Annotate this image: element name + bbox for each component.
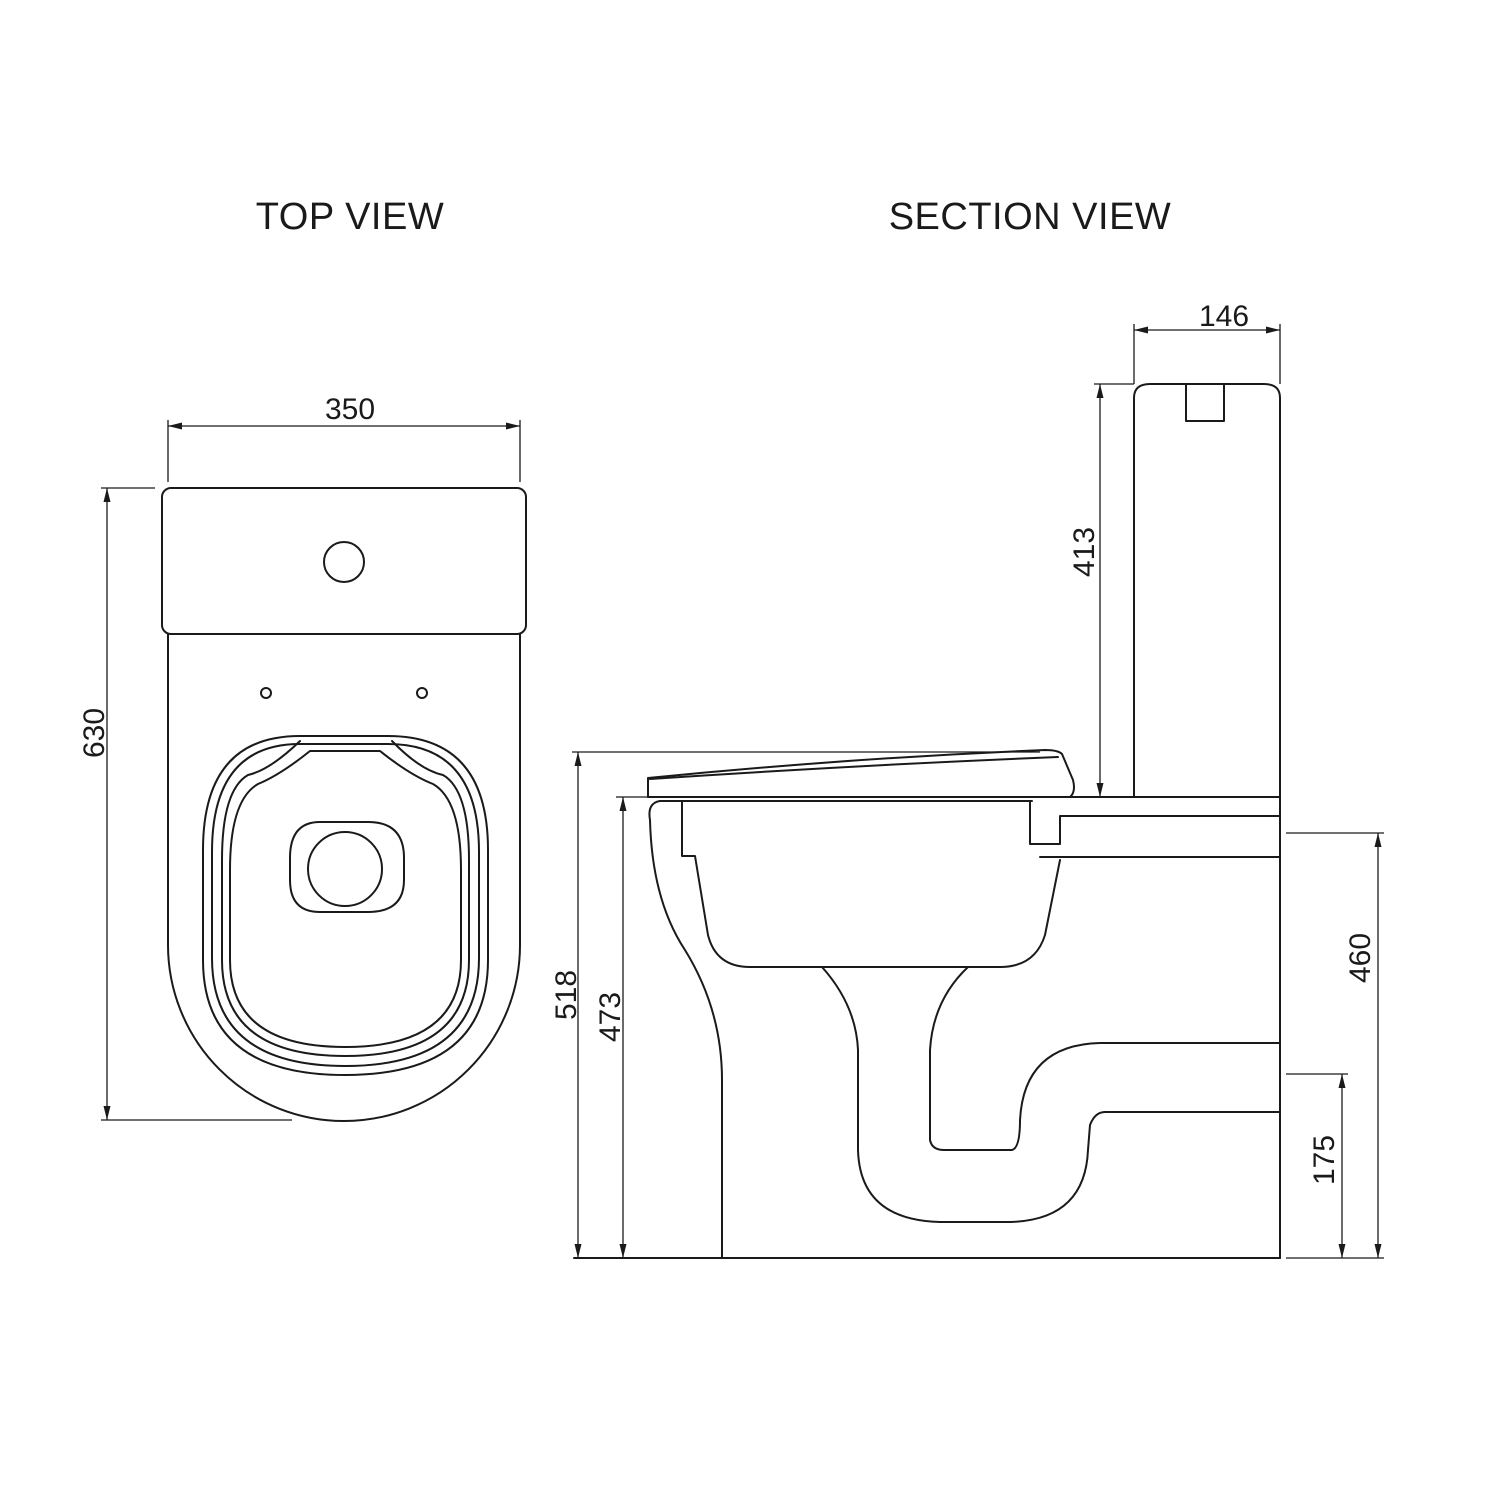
top-view-title: TOP VIEW bbox=[255, 196, 445, 238]
bowl-rim bbox=[229, 750, 462, 1048]
dim-label-413: 413 bbox=[1068, 527, 1101, 577]
bowl-section bbox=[681, 800, 1061, 968]
cistern-top bbox=[161, 487, 527, 635]
dim-label-460: 460 bbox=[1344, 933, 1377, 983]
cistern-base bbox=[1029, 800, 1281, 845]
dim-label-146: 146 bbox=[1199, 300, 1249, 333]
section-view-drawing: 146 413 518 473 460 175 bbox=[550, 300, 1384, 1259]
dim-label-630: 630 bbox=[78, 708, 111, 758]
hinge-hole-right bbox=[416, 687, 428, 699]
cistern-side bbox=[1133, 383, 1281, 798]
dim-label-175: 175 bbox=[1308, 1135, 1341, 1185]
flush-button-icon bbox=[323, 541, 365, 583]
dim-label-350: 350 bbox=[325, 393, 375, 426]
flush-button bbox=[1185, 383, 1225, 422]
top-view-drawing: 350 630 bbox=[78, 393, 527, 1122]
dim-label-473: 473 bbox=[594, 992, 627, 1042]
hinge-hole-left bbox=[260, 687, 272, 699]
seat-inner bbox=[221, 740, 470, 1057]
seat-lid bbox=[647, 749, 1075, 798]
dim-label-518: 518 bbox=[550, 970, 583, 1020]
section-view-title: SECTION VIEW bbox=[888, 196, 1172, 238]
seat-ring bbox=[211, 743, 480, 1067]
pan-front bbox=[648, 800, 723, 1259]
trap-outer bbox=[821, 966, 1281, 1223]
drain-outer bbox=[289, 821, 405, 913]
drain-inner bbox=[307, 831, 383, 907]
trap-inner bbox=[929, 966, 1281, 1151]
seat-outer bbox=[202, 735, 489, 1076]
pan-outline bbox=[167, 633, 521, 1122]
